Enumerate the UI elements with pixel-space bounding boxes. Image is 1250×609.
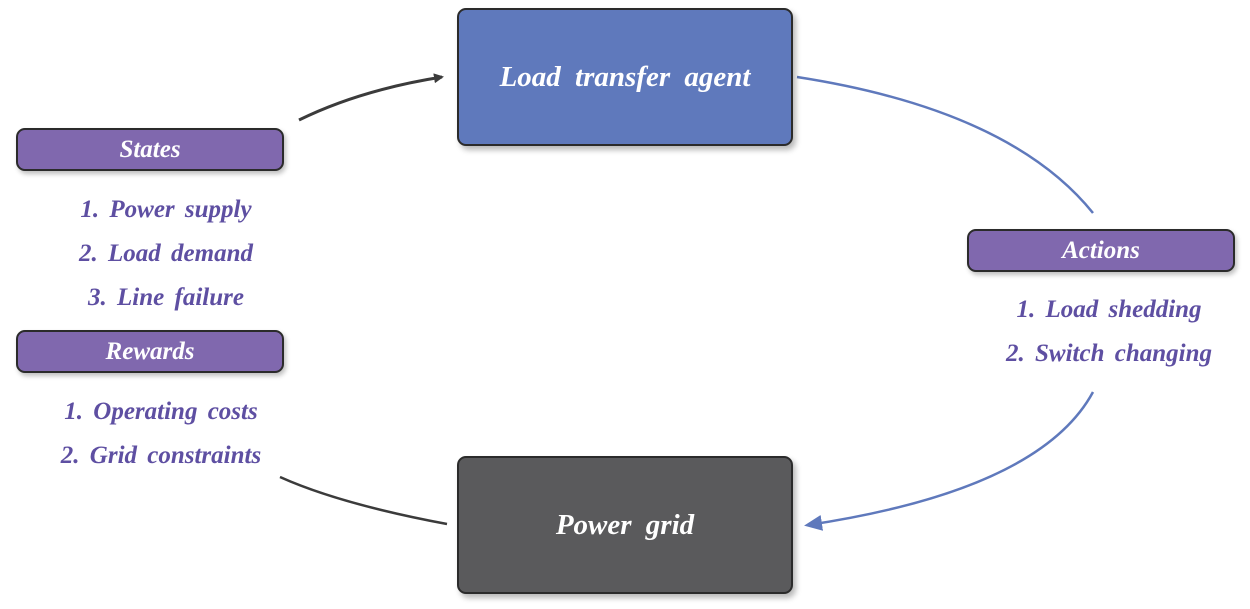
list-item: 3. Line failure	[88, 284, 244, 311]
list-item: 2. Load demand	[79, 240, 253, 267]
list-item: 2. Grid constraints	[60, 442, 262, 469]
rewards-title: Rewards	[105, 337, 195, 365]
list-item: 1. Operating costs	[64, 398, 258, 425]
rewards-header: Rewards	[16, 330, 284, 373]
agent-label: Load transfer agent	[499, 60, 751, 93]
actions-title: Actions	[1062, 236, 1140, 264]
actions-list: 1. Load shedding 2. Switch changing	[975, 288, 1243, 376]
actions-to-grid-arrow	[804, 391, 1095, 531]
states-title: States	[119, 135, 181, 163]
states-to-agent-arrow	[298, 73, 444, 122]
states-header: States	[16, 128, 284, 171]
load-transfer-agent-box: Load transfer agent	[457, 8, 793, 146]
power-grid-box: Power grid	[457, 456, 793, 594]
rewards-list: 1. Operating costs 2. Grid constraints	[16, 390, 306, 478]
grid-label: Power grid	[555, 508, 695, 541]
list-item: 1. Power supply	[80, 196, 252, 223]
agent-to-actions-arc	[796, 75, 1094, 214]
list-item: 2. Switch changing	[1006, 340, 1212, 367]
states-list: 1. Power supply 2. Load demand 3. Line f…	[16, 188, 316, 320]
actions-header: Actions	[967, 229, 1235, 272]
list-item: 1. Load shedding	[1016, 296, 1202, 323]
grid-to-rewards-arc	[279, 475, 448, 526]
